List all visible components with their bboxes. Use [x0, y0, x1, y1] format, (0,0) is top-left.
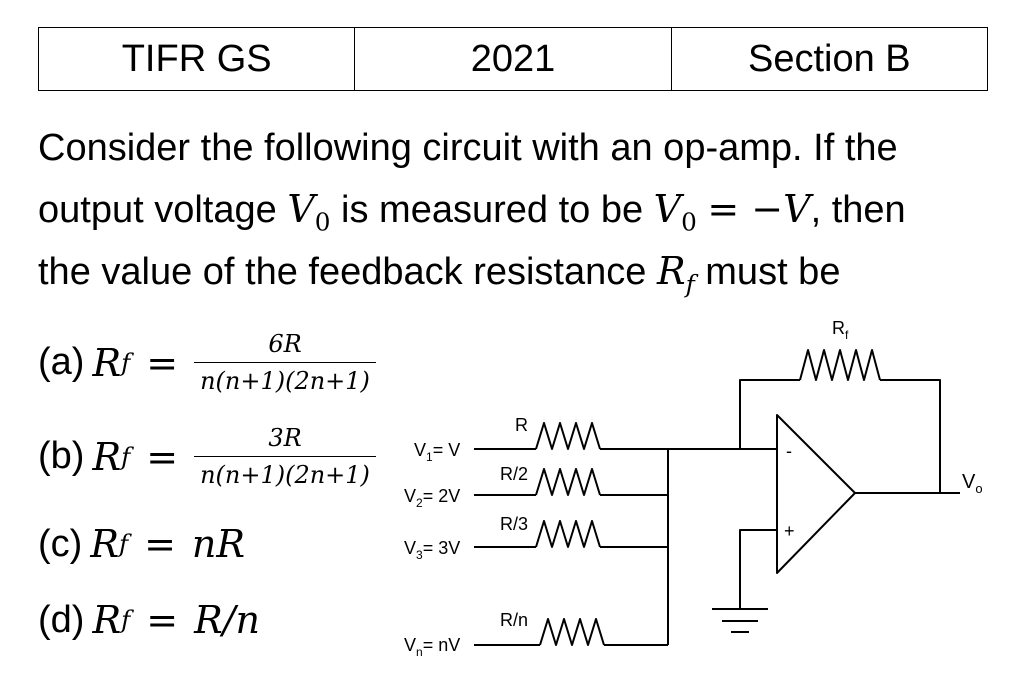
input-label-3: V3= 3V — [404, 538, 460, 562]
feedback-wire-left — [739, 379, 800, 449]
minus-sign: - — [786, 441, 792, 461]
resistor-label-1: R — [515, 415, 528, 435]
header-table: TIFR GS 2021 Section B — [37, 27, 989, 91]
resistor-2 — [535, 468, 601, 496]
resistor-label-3: R/3 — [500, 514, 528, 534]
plus-sign: + — [784, 521, 795, 541]
fraction: 6R n(n+1)(2n+1) — [194, 330, 376, 395]
feedback-resistor — [799, 349, 881, 381]
resistor-label-n: R/n — [500, 610, 528, 630]
header-section: Section B — [670, 27, 989, 91]
resistor-n — [539, 618, 605, 646]
fraction: 3R n(n+1)(2n+1) — [194, 424, 376, 489]
resistor-1 — [535, 422, 601, 450]
input-label-1: V1= V — [414, 440, 460, 464]
question-line-3: the value of the feedback resistance Rf … — [38, 249, 841, 299]
feedback-wire-right — [880, 379, 941, 493]
input-label-n: Vn= nV — [404, 635, 460, 659]
output-label: Vo — [962, 471, 983, 496]
header-exam: TIFR GS — [37, 27, 356, 91]
question-text: Consider the following circuit with an o… — [38, 118, 998, 303]
question-line-2: output voltage V0 is measured to be V0 =… — [38, 187, 906, 237]
header-year: 2021 — [354, 27, 672, 91]
input-label-2: V2= 2V — [404, 486, 460, 510]
feedback-resistor-label: Rf — [832, 318, 849, 342]
op-amp-triangle — [776, 414, 856, 574]
question-line-1: Consider the following circuit with an o… — [38, 127, 898, 169]
resistor-3 — [535, 520, 601, 548]
noninverting-wire — [739, 529, 777, 609]
resistor-label-2: R/2 — [500, 464, 528, 484]
